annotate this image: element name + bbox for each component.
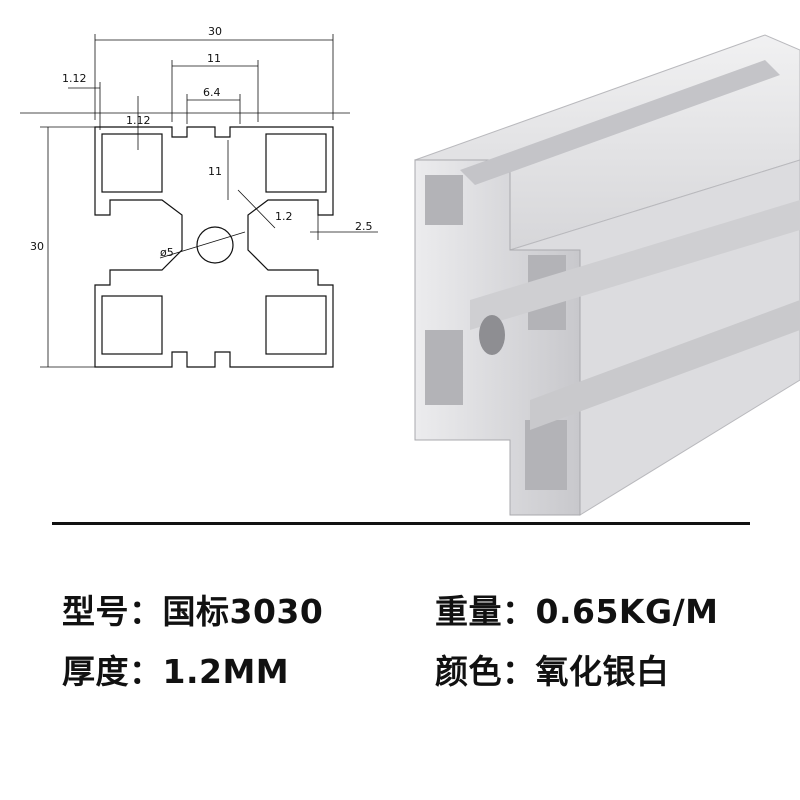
dim-slot-depth: 2.5 — [355, 220, 373, 233]
product-photo — [414, 34, 800, 516]
spec-model-value: 国标3030 — [162, 592, 324, 631]
spec-weight: 重量：0.65KG/M — [435, 585, 718, 633]
front-cavity-tl — [425, 175, 463, 225]
dim-core-h: 11 — [208, 165, 222, 178]
spec-model-label: 型号： — [62, 592, 163, 631]
dim-lip-v: 1.12 — [126, 114, 151, 127]
dim-lip-h: 1.12 — [62, 72, 87, 85]
dim-slot-inner: 6.4 — [203, 86, 221, 99]
technical-drawing: 30 11 6.4 1.12 1.12 30 11 1.2 2.5 ø5 — [20, 25, 378, 368]
slot-top — [460, 60, 780, 185]
dim-hole: ø5 — [160, 246, 174, 259]
dim-height-overall: 30 — [30, 240, 44, 253]
center-hole-3d — [479, 315, 505, 355]
spec-weight-value: 0.65KG/M — [535, 592, 719, 631]
cavity-top-right — [265, 133, 327, 193]
divider-line — [52, 522, 750, 525]
slot-bottom — [530, 300, 800, 430]
cavity-bottom-right — [265, 295, 327, 355]
spec-color-label: 颜色： — [435, 652, 536, 691]
cavity-bottom-left — [101, 295, 163, 355]
dim-width-overall: 30 — [208, 25, 222, 38]
front-cavity-br — [525, 420, 567, 490]
front-cavity-bl — [425, 330, 463, 405]
dim-slot-outer: 11 — [207, 52, 221, 65]
dim-wall: 1.2 — [275, 210, 293, 223]
center-hole — [196, 226, 234, 264]
spec-thickness-label: 厚度： — [62, 652, 163, 691]
spec-thickness-value: 1.2MM — [162, 652, 290, 691]
profile-outline — [94, 126, 334, 368]
spec-weight-label: 重量： — [435, 592, 536, 631]
spec-thickness: 厚度：1.2MM — [62, 645, 289, 693]
cavity-top-left — [101, 133, 163, 193]
slot-middle — [470, 200, 800, 330]
spec-model: 型号：国标3030 — [62, 585, 323, 633]
spec-color-value: 氧化银白 — [535, 652, 670, 691]
spec-color: 颜色：氧化银白 — [435, 645, 670, 693]
